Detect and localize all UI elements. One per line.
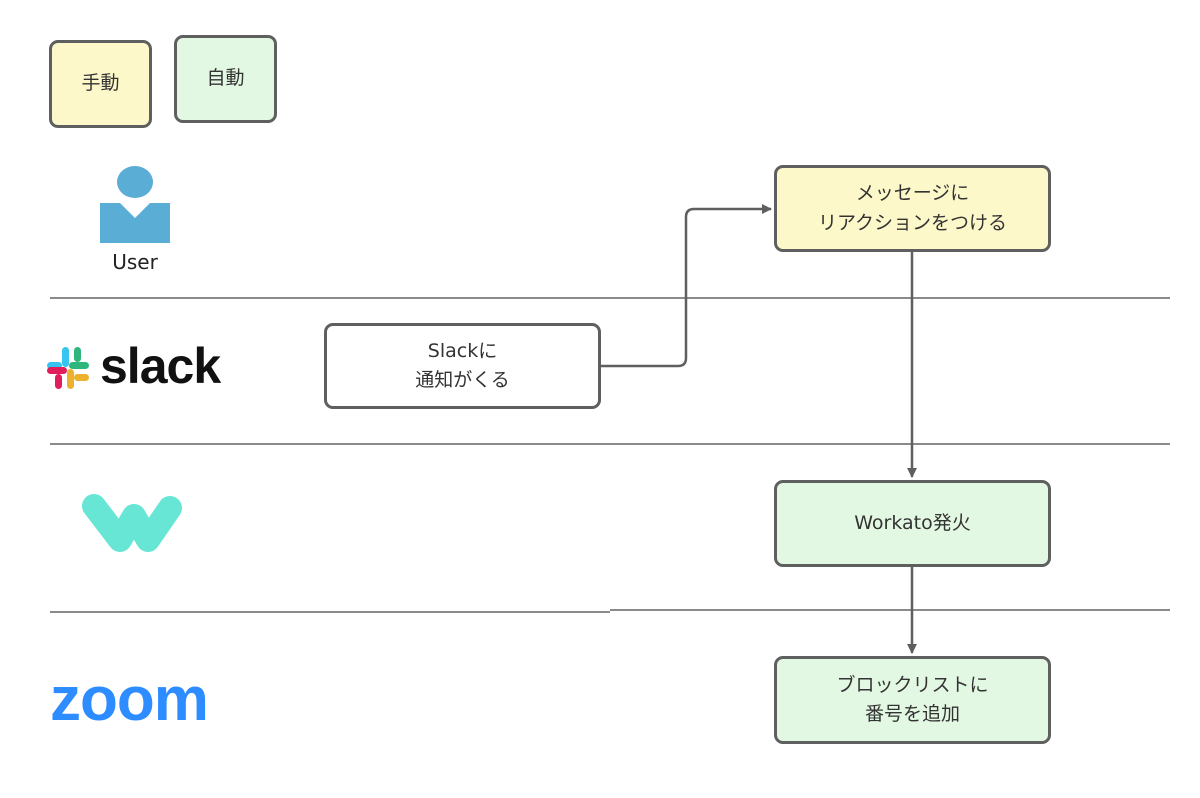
- legend-auto: 自動: [174, 35, 277, 123]
- legend-manual: 手動: [49, 40, 152, 128]
- node-add-to-blocklist: ブロックリストに 番号を追加: [774, 656, 1051, 744]
- slack-logo-icon: [45, 345, 91, 391]
- legend-auto-label: 自動: [206, 67, 245, 90]
- node-react-to-message: メッセージに リアクションをつける: [774, 165, 1051, 252]
- node-slack-notification-line2: 通知がくる: [415, 369, 510, 391]
- node-workato-fire: Workato発火: [774, 480, 1051, 567]
- user-icon: [100, 165, 170, 243]
- user-lane-label: User: [112, 250, 158, 274]
- zoom-logo-text: zoom: [50, 665, 209, 734]
- node-slack-notification-line1: Slackに: [427, 339, 498, 362]
- connector-slack-to-reaction: [601, 204, 772, 368]
- node-workato-fire-label: Workato発火: [854, 511, 971, 534]
- node-react-to-message-line2: リアクションをつける: [817, 211, 1008, 234]
- node-add-to-blocklist-line1: ブロックリストに: [836, 673, 989, 696]
- legend-manual-label: 手動: [81, 72, 120, 95]
- lane-divider-user-slack: [50, 297, 1170, 299]
- node-react-to-message-line1: メッセージに: [855, 182, 970, 205]
- lane-divider-slack-workato: [50, 443, 1170, 445]
- node-add-to-blocklist-line2: 番号を追加: [864, 703, 960, 725]
- node-slack-notification: Slackに 通知がくる: [324, 323, 601, 409]
- slack-logo-text: slack: [100, 338, 221, 394]
- lane-divider-workato-zoom-right: [610, 609, 1170, 611]
- workato-logo-icon: [80, 490, 185, 555]
- lane-divider-workato-zoom: [50, 611, 610, 613]
